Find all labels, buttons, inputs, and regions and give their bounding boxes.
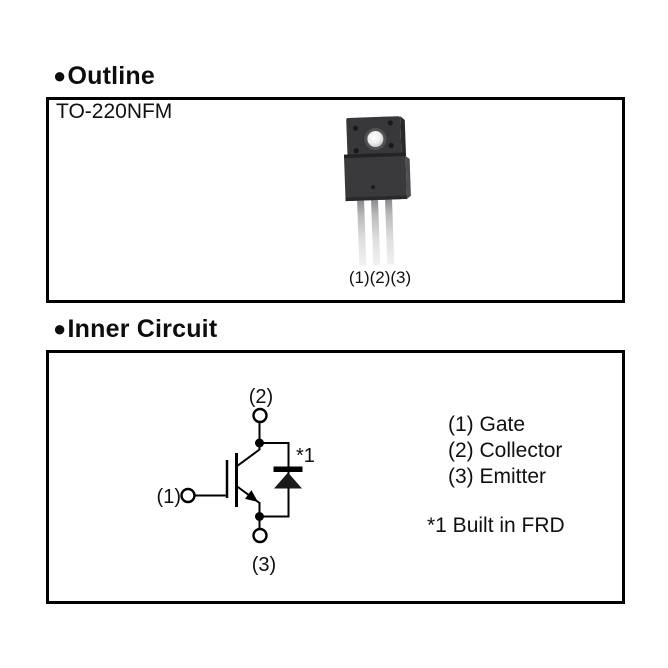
package-body: [344, 155, 408, 202]
igbt-collector-wire: [235, 443, 261, 468]
package-leg-2: [370, 197, 381, 266]
inner-circuit-section-title: Inner Circuit: [67, 315, 218, 343]
tab-pin-mark: [387, 120, 393, 126]
tab-pin-mark: [352, 125, 359, 131]
bullet-icon: ●: [53, 63, 67, 88]
package-pins-label: (1)(2)(3): [348, 268, 412, 287]
legend-item-collector: (2) Collector: [448, 439, 563, 462]
outline-section-title: Outline: [67, 62, 156, 90]
igbt-circuit-diagram: (2) (1) (3) *1: [157, 386, 315, 576]
outline-box: [46, 97, 625, 303]
mounting-hole: [367, 131, 384, 148]
legend-item-emitter: (3) Emitter: [448, 465, 547, 488]
diode-cathode-bar: [273, 466, 303, 472]
gate-terminal-circle: [180, 487, 196, 504]
junction-dot-top: [255, 438, 264, 448]
to220-package-image: [343, 116, 411, 266]
collector-terminal-circle: [252, 407, 268, 424]
package-tab-side: [400, 116, 407, 157]
legend-note-frd: *1 Built in FRD: [427, 514, 565, 537]
inner-circuit-section-heading: ●Inner Circuit: [53, 315, 217, 344]
package-body-bottom-edge: [345, 195, 408, 202]
pin1-label: (1): [157, 486, 181, 508]
pin-legend: (1) Gate (2) Collector (3) Emitter *1 Bu…: [427, 412, 565, 539]
body-index-dot: [371, 185, 376, 190]
diode-triangle: [274, 472, 302, 489]
pin3-label: (3): [252, 554, 276, 576]
tab-pin-mark: [353, 148, 359, 154]
package-name: TO-220NFM: [56, 100, 173, 123]
junction-dot-bottom: [255, 512, 264, 521]
outline-section-heading: ●Outline: [53, 62, 155, 91]
frd-note-ref-label: *1: [296, 445, 315, 467]
emitter-arrowhead: [245, 490, 258, 502]
inner-circuit-box: [46, 350, 625, 604]
package-leg-3: [384, 197, 395, 265]
package-body-side: [405, 155, 411, 199]
legend-item-gate: (1) Gate: [448, 413, 526, 436]
bullet-icon: ●: [53, 316, 67, 341]
tab-pin-mark: [388, 142, 394, 149]
package-leg-1: [356, 198, 367, 266]
pin2-label: (2): [249, 386, 273, 408]
emitter-terminal-circle: [252, 527, 268, 544]
